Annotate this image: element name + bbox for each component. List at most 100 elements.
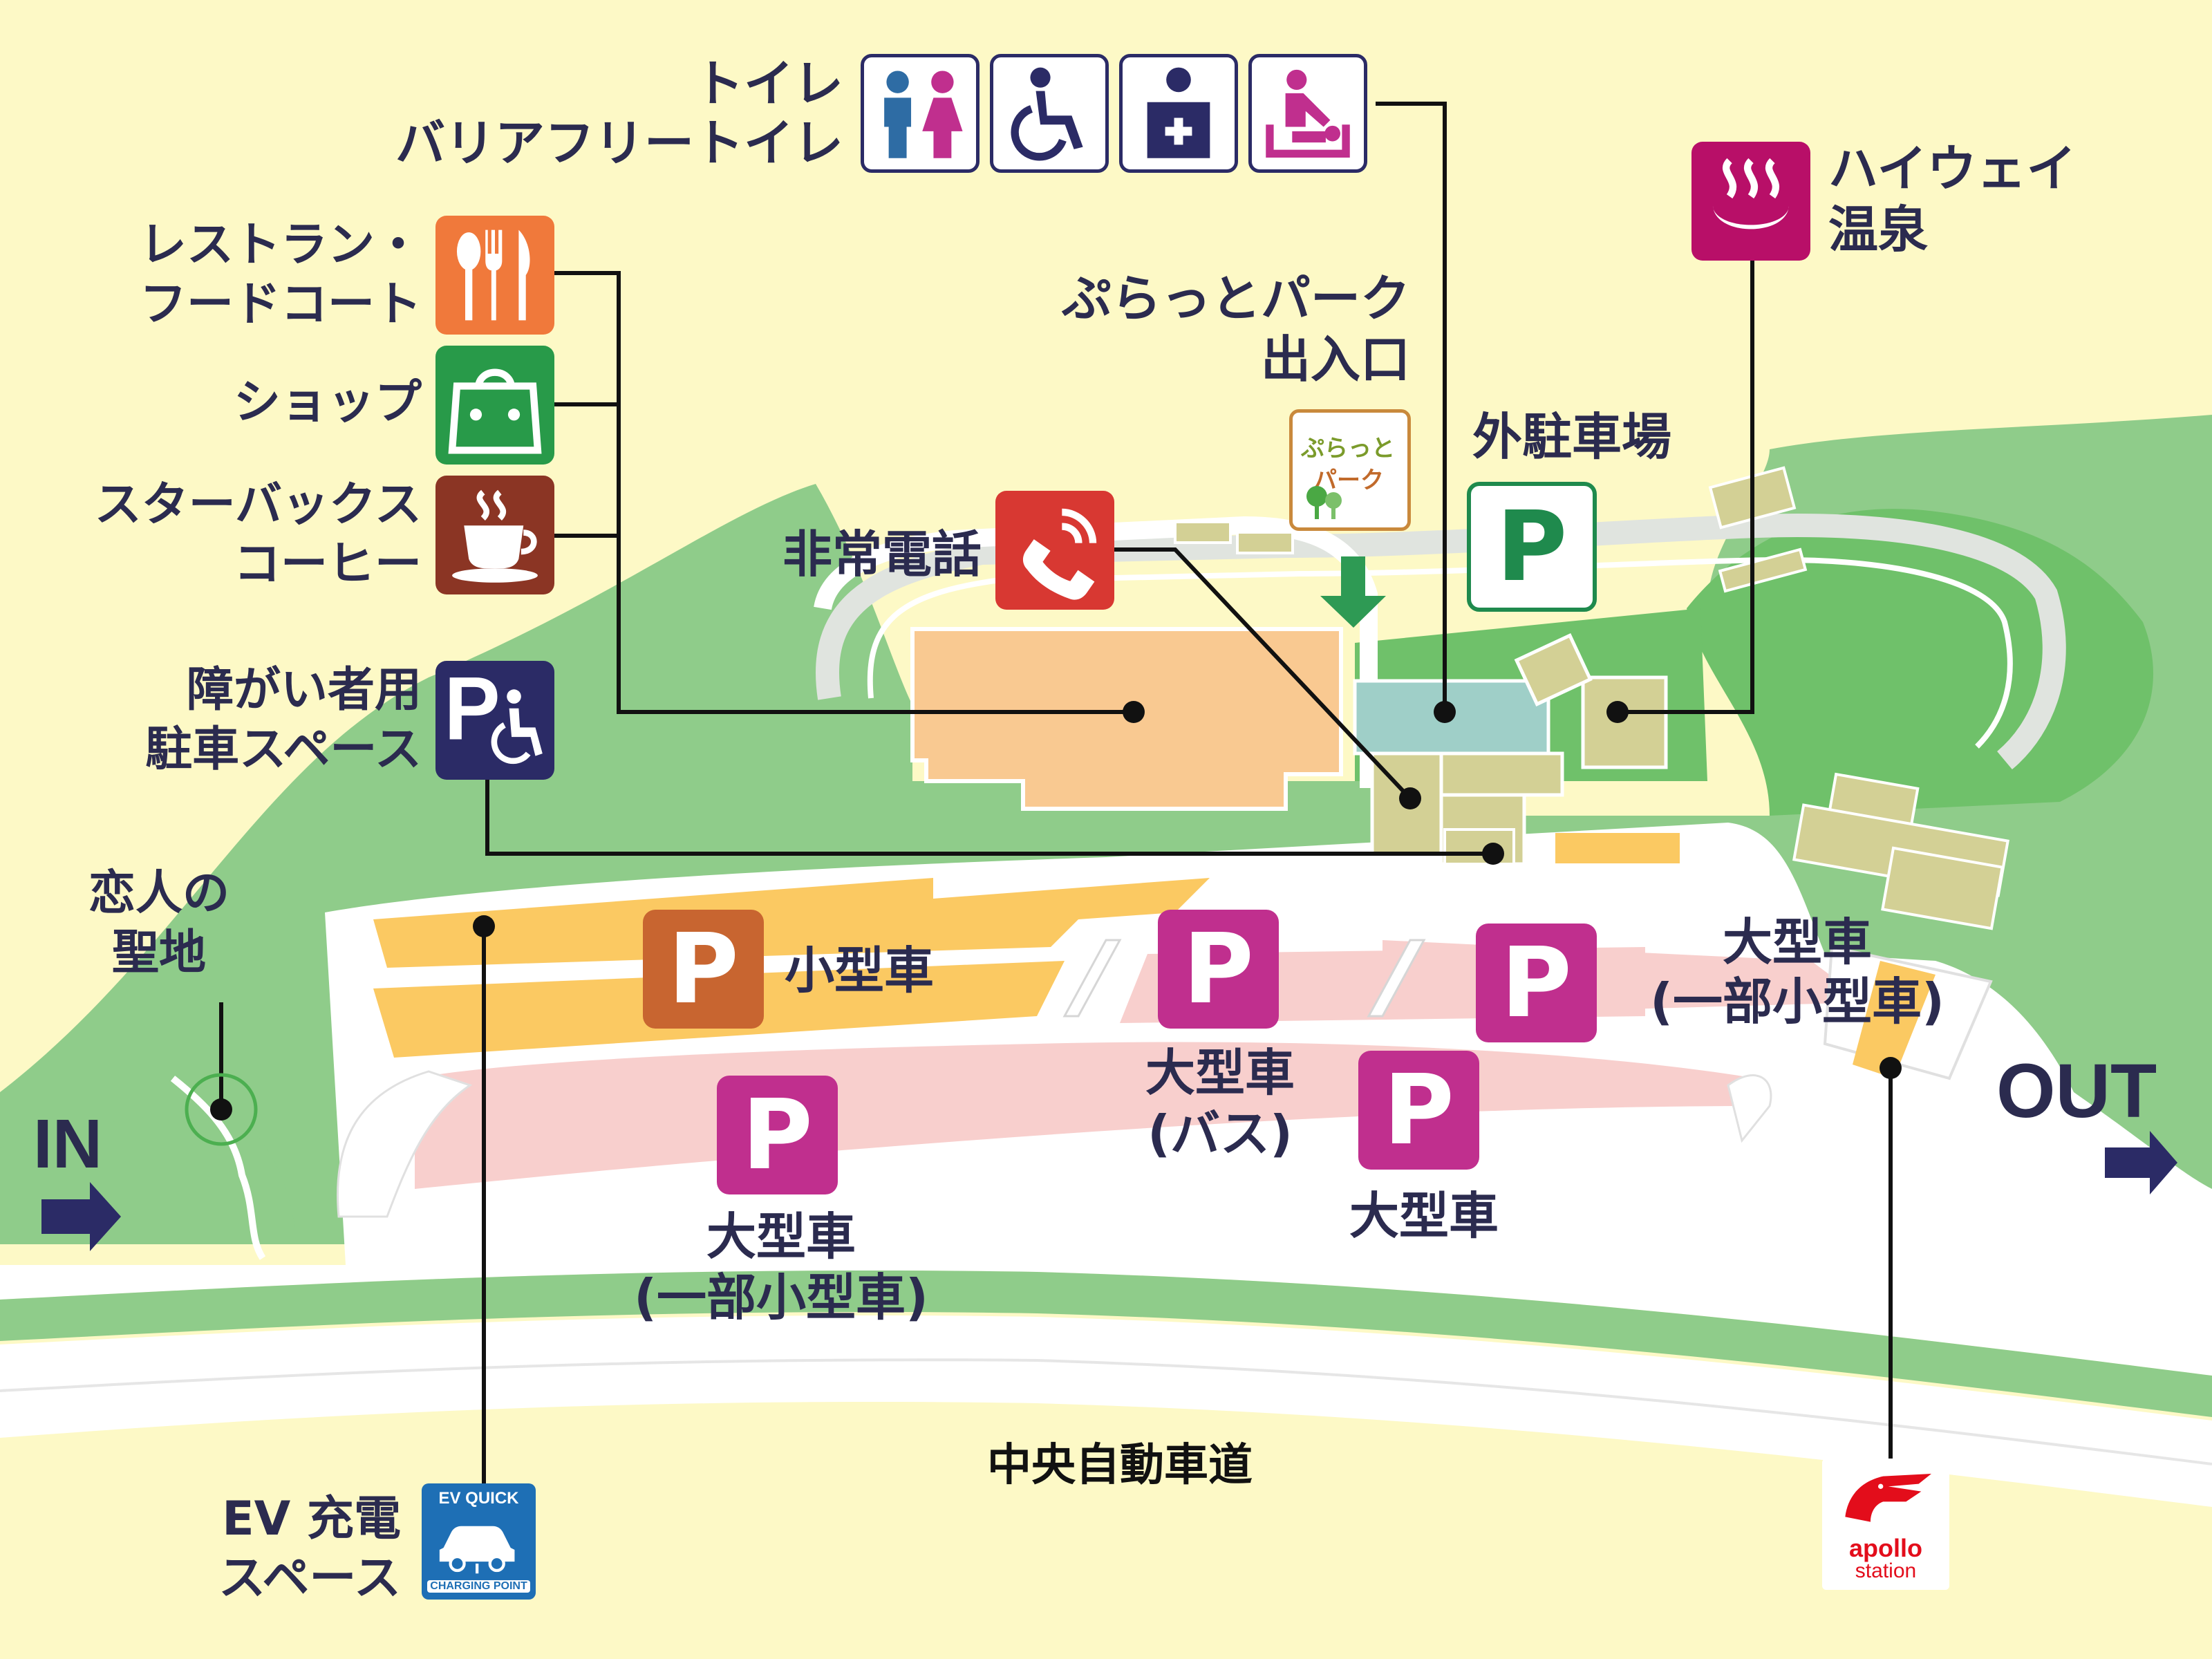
fork-spoon-knife-icon [456,229,530,321]
wheelchair-badge [990,54,1109,173]
starbucks-badge [435,476,554,594]
large-bus-label: 大型車 (バス) [1092,1042,1348,1164]
baby-changing-badge [1248,54,1367,173]
outer-parking-p: P [1496,490,1568,603]
lovers-path [170,1076,266,1260]
large-label: 大型車 [1349,1187,1499,1245]
large-mixed-left-line2: (一部小型車) [634,1268,928,1327]
platto-label-line2: 出入口 [1260,330,1410,388]
onsen-label: ハイウェイ 温泉 [1828,138,2077,260]
accessible-parking-badge [435,661,554,780]
car-parking-upper [373,878,1210,968]
small-car-label: 小型車 [785,941,935,1000]
divider-1 [1062,939,1122,1018]
in-arrow [41,1182,121,1251]
platto-logo-text-1: ぷらっと [1301,435,1395,462]
phone-icon [1022,508,1097,600]
toilet-label-line1: トイレ [693,55,843,113]
leader-accessible [485,774,1493,856]
restaurant-label-line1: レストラン・ [139,218,422,272]
dot-restaurant [1123,701,1145,723]
outer-parking-badge: P [1467,482,1597,612]
onsen-label-line2: 温泉 [1828,200,1929,259]
loop-road-inner [867,556,2013,749]
large-bus-label-line2: (バス) [1147,1105,1293,1163]
island-right [1727,1074,1772,1143]
onsen-badge [1691,142,1810,261]
first-aid-icon [1147,67,1210,158]
hut-2 [1236,531,1294,554]
restaurant-label: レストラン・ フードコート [55,216,422,335]
leader-dots [210,701,1902,1121]
dot-onsen [1606,701,1629,723]
large-mixed-right-label: 大型車 (一部小型車) [1604,912,1991,1031]
outer-parking-label: 外駐車場 [1472,408,1672,466]
starbucks-label-line1: スターバックス [94,478,422,532]
divider-2 [1367,939,1426,1018]
large-mixed-left-label: 大型車 (一部小型車) [588,1206,975,1328]
lovers-label-line1: 恋人の [88,866,229,921]
fuel-canopy [1555,833,1680,863]
dot-phone [1399,787,1421,809]
annex-1 [1436,751,1564,797]
highway-lane [0,1358,2212,1465]
platto-label-line1: ぷらっとパーク [1061,270,1410,328]
restaurant-label-line2: フードコート [139,277,422,332]
ev-badge-top: EV QUICK [438,1489,519,1508]
toilet-label: トイレ バリアフリートイレ [359,54,843,173]
toilet-badge [861,54,980,173]
platto-park-label: ぷらっとパーク 出入口 [982,268,1410,390]
starbucks-label-line2: コーヒー [233,537,422,592]
dot-ev [473,915,495,937]
starbucks-label: スターバックス コーヒー [28,476,422,594]
ev-label-line1: EV 充電 [222,1492,401,1546]
large-mixed-right-line1: 大型車 [1722,913,1872,971]
small-car-parking-p: P [668,912,739,1026]
ev-label: EV 充電 スペース [111,1490,401,1609]
accessible-label-line1: 障がい者用 [186,663,422,718]
lovers-label: 恋人の 聖地 [41,864,276,983]
large-mixed-left-parking-badge: P [717,1076,838,1194]
large-mixed-left-parking-p: P [742,1078,813,1192]
annex-5 [1514,632,1593,706]
large-mixed-left-line1: 大型車 [706,1208,856,1266]
loop-road [815,513,2066,770]
accessible-parking-icon [449,677,543,765]
shop-badge [435,346,554,465]
out-arrow [2105,1131,2177,1194]
ev-badge: EV QUICK CHARGING POINT [422,1483,536,1600]
green-median [0,1271,2212,1417]
lovers-label-line2: 聖地 [111,926,206,980]
shop-label-text: ショップ [233,375,422,430]
first-aid-badge [1119,54,1238,173]
dot-lovers [210,1098,232,1121]
large-mixed-right-parking-p: P [1501,926,1572,1040]
shopping-bag-icon [448,368,542,454]
highway-label: 中央自動車道 [987,1440,1253,1491]
hut-1 [1174,521,1232,544]
onsen-label-line1: ハイウェイ [1828,140,2077,198]
large-mixed-right-parking-badge: P [1476,924,1597,1042]
dot-toilet [1434,701,1456,723]
large-parking-p: P [1383,1053,1454,1167]
lovers-spot-ring [185,1073,258,1146]
gas-station-pump [1853,961,1936,1078]
hut-4 [1718,547,1808,593]
leader-phone [1113,547,1412,800]
apollo-station-badge: apollo station [1822,1459,1949,1590]
highway-road [0,1315,2212,1507]
baby-changing-icon [1266,69,1350,158]
platto-logo-text-2: パーク [1313,467,1384,494]
ev-badge-bottom: CHARGING POINT [427,1580,530,1593]
small-car-parking-badge: P [643,910,764,1029]
tree-icon [1306,486,1342,519]
platto-park-arrow [1320,556,1386,628]
toilet-label-line2: バリアフリートイレ [395,114,843,172]
large-mixed-right-line2: (一部小型車) [1650,973,1944,1031]
out-label: OUT [1996,1049,2157,1134]
apollo-station-icon [1845,1474,1931,1522]
large-bus-parking-badge: P [1158,910,1279,1029]
station-roof-3 [1881,846,2004,930]
ev-charging-icon [439,1526,515,1574]
